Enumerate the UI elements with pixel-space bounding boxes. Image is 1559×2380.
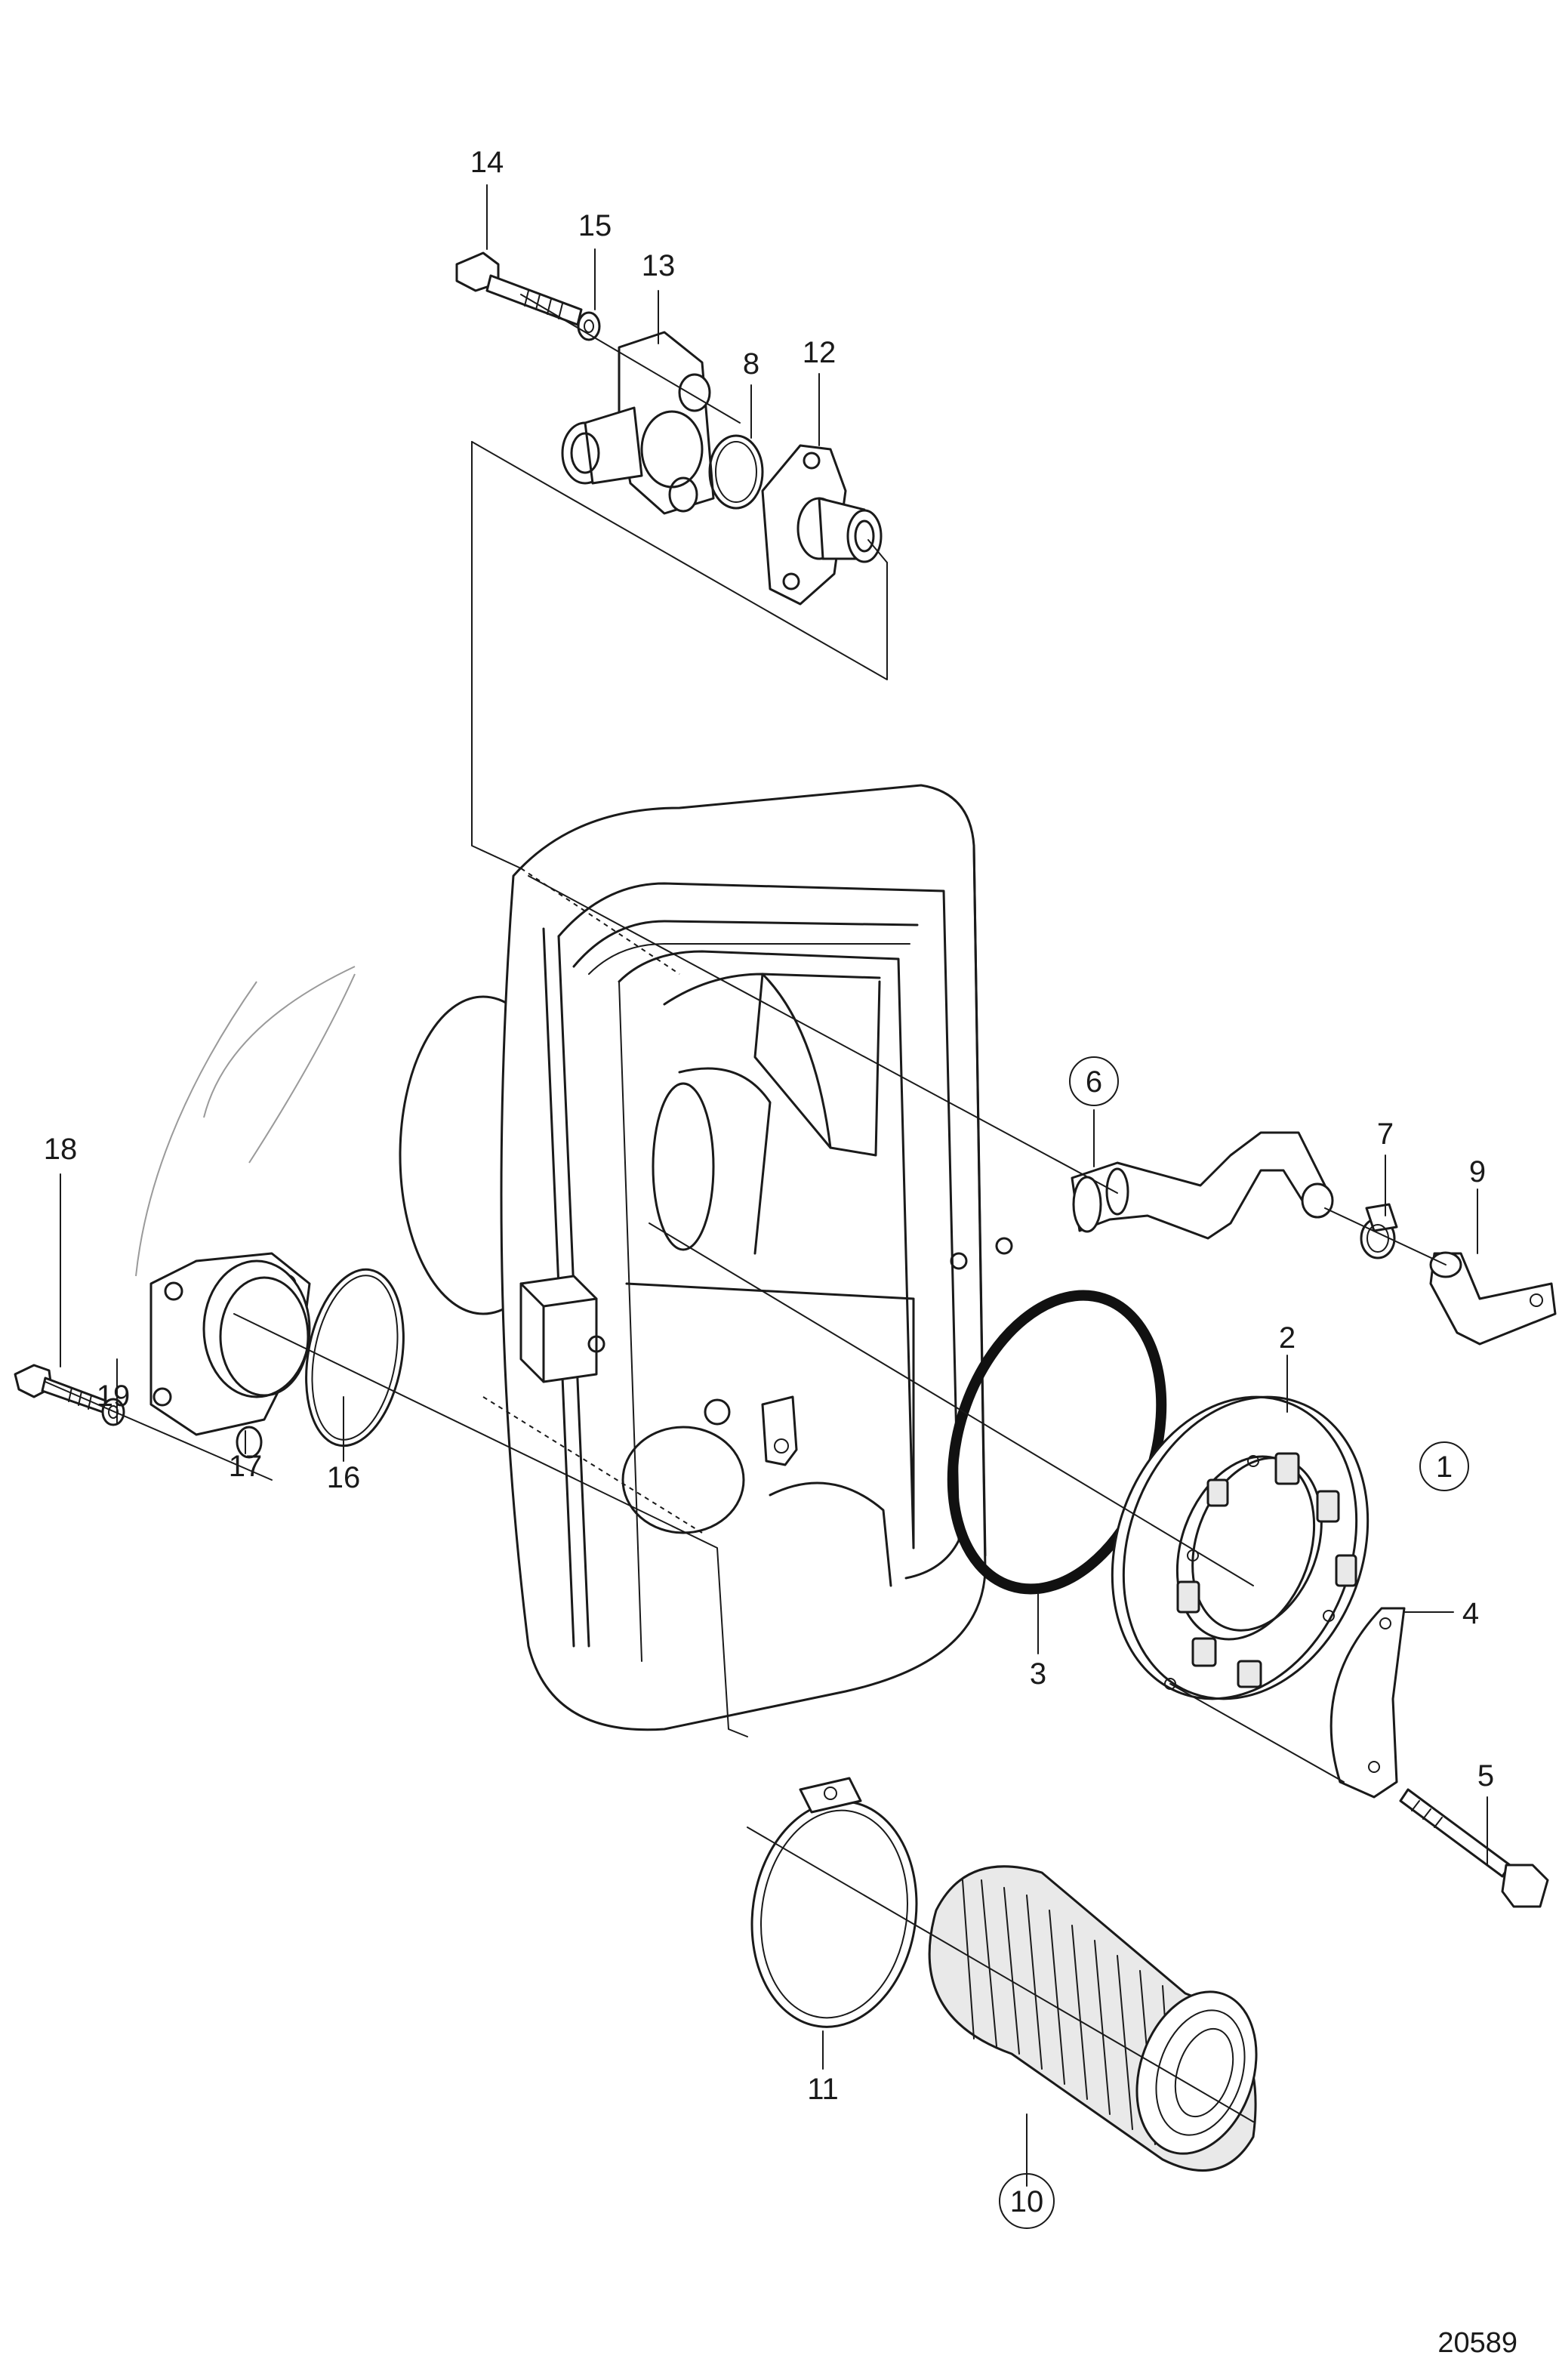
pipe-6 [1071,1131,1330,1240]
callout-circle-1 [1419,1441,1469,1491]
callout-circle-10 [999,2173,1055,2229]
left-flange-assembly [14,1252,748,1737]
gasket-16 [305,1268,405,1447]
callout-8: 8 [743,347,759,381]
bolt-5 [1399,1788,1511,1878]
callout-labels: 1 2 3 4 5 6 7 8 9 10 11 12 13 14 15 16 1… [44,146,1494,2218]
top-fitting-assembly [455,251,888,869]
callout-15: 15 [578,209,612,242]
callout-18: 18 [44,1133,78,1166]
transom-shield-housing [399,784,1013,1731]
callout-9: 9 [1469,1155,1486,1188]
ghost-hose-outline [135,966,356,1277]
elbow-9 [1429,1252,1557,1346]
callout-16: 16 [327,1461,361,1494]
callout-17: 17 [229,1450,263,1483]
flange-12 [761,444,883,606]
bellows-assembly [747,1777,1258,2172]
water-pipe-assembly [528,875,1557,1346]
callout-5: 5 [1477,1759,1494,1793]
callout-12: 12 [803,336,836,369]
callout-4: 4 [1462,1597,1479,1630]
o-ring-17 [236,1426,263,1459]
callout-1: 1 [1436,1451,1453,1484]
callout-6: 6 [1086,1065,1102,1099]
callout-circle-6 [1069,1056,1119,1106]
callout-11: 11 [807,2073,839,2106]
callout-7: 7 [1377,1118,1394,1151]
hose-clamp-11 [750,1800,918,2028]
callout-13: 13 [642,249,676,282]
callout-3: 3 [1030,1657,1046,1691]
callout-14: 14 [470,146,504,179]
mount-plate-2 [1111,1395,1370,1700]
callout-2: 2 [1279,1321,1296,1355]
callout-10: 10 [1010,2185,1044,2218]
bolt-14 [455,251,583,326]
callout-19: 19 [97,1380,131,1413]
retainer-segment-4 [1329,1607,1406,1799]
o-ring-8 [708,434,764,510]
fitting-13 [561,331,715,515]
washer-15 [577,311,601,341]
gasket-and-mount [649,1222,1549,1908]
figure-reference-number: 20589 [1437,2327,1517,2359]
hidden-lines [482,868,703,1534]
leader-lines [60,184,1488,2187]
